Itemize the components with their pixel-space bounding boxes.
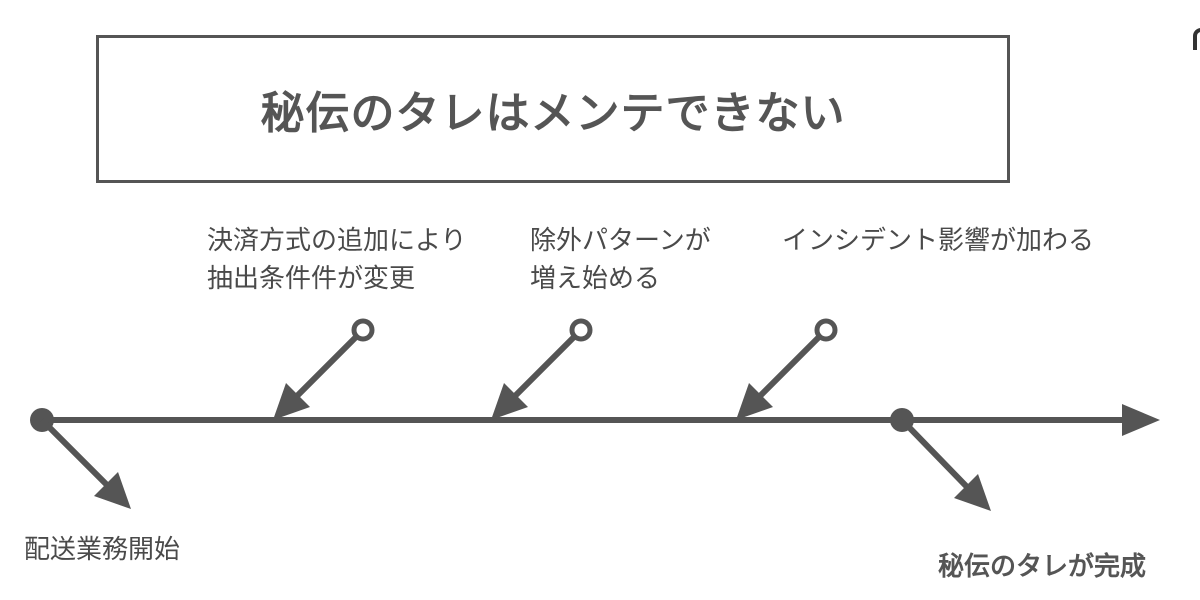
event-3-label: インシデント影響が加わる [782, 222, 1094, 260]
corner-mark-icon [1193, 28, 1200, 50]
event-2-arrow-shaft [511, 327, 584, 400]
end-event-label: 秘伝のタレが完成 [938, 552, 1147, 582]
event-1-label-line-2: 抽出条件件が変更 [207, 264, 416, 294]
start-arrow-shaft [39, 417, 111, 489]
title-box: 秘伝のタレはメンテできない [96, 35, 1010, 183]
event-1-label: 決済方式の追加により 抽出条件件が変更 [207, 222, 466, 298]
event-1-arrow-shaft [293, 327, 366, 400]
event-1-node [351, 318, 375, 342]
end-arrow-shaft [899, 417, 971, 491]
event-3-label-line-1: インシデント影響が加わる [782, 226, 1095, 256]
event-3-node [814, 318, 838, 342]
event-1-arrowhead [273, 383, 310, 420]
event-3-arrowhead [736, 383, 773, 420]
event-2-label-line-1: 除外パターンが [530, 226, 711, 256]
start-event-label: 配送業務開始 [24, 535, 181, 565]
event-3-arrow-shaft [756, 327, 829, 400]
event-2-node [569, 318, 593, 342]
diagram-title: 秘伝のタレはメンテできない [260, 88, 846, 139]
event-2-label-line-2: 増え始める [530, 264, 661, 294]
event-1-label-line-1: 決済方式の追加により [207, 226, 467, 256]
timeline-arrowhead [1122, 404, 1160, 436]
end-arrowhead [954, 474, 991, 511]
event-2-arrowhead [491, 383, 528, 420]
start-arrowhead [94, 472, 131, 509]
event-2-label: 除外パターンが 増え始める [530, 222, 711, 298]
